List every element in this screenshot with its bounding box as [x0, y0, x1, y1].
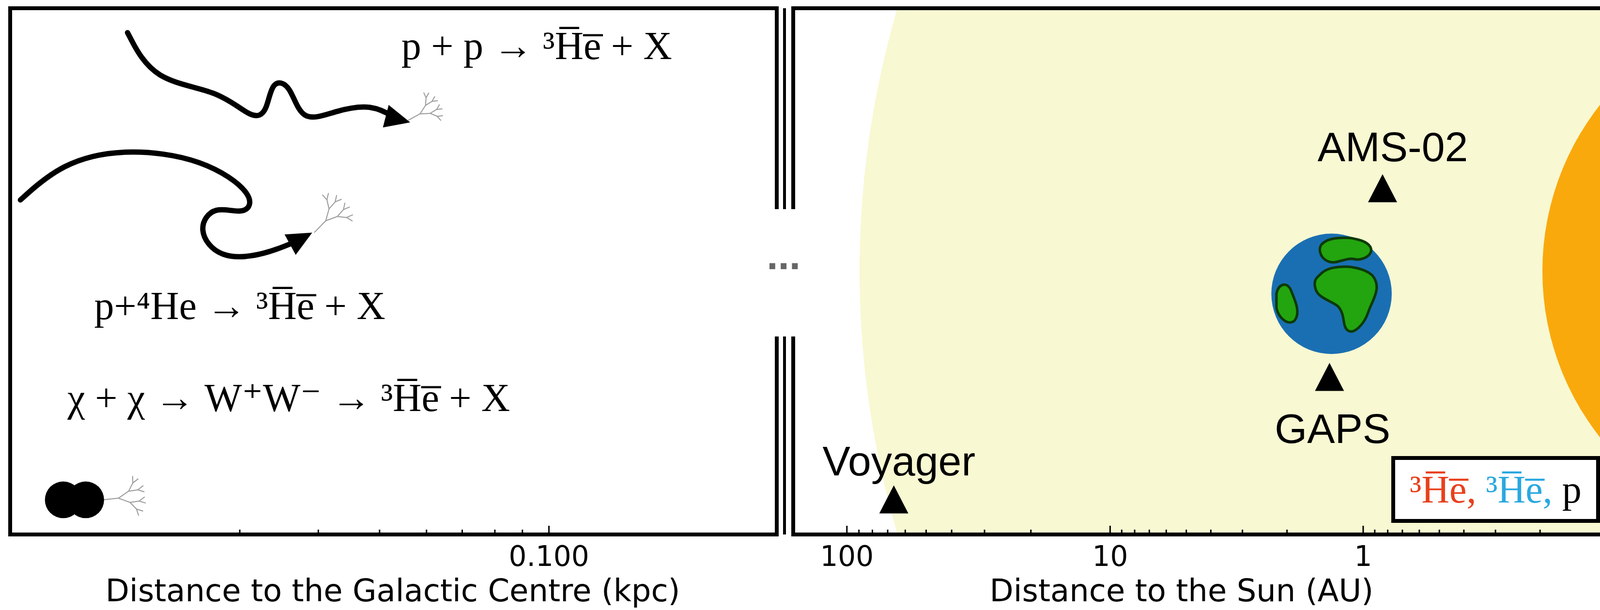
- particle-key-box: ³H̅e̅,³H̅e̅,p: [1391, 456, 1600, 524]
- axis-title: Distance to the Sun (AU): [989, 573, 1374, 608]
- instrument-name: Voyager: [822, 438, 976, 485]
- reaction-equation: χ + χ → W⁺W⁻ → ³H̅e̅ + X: [67, 376, 510, 420]
- instrument-name: GAPS: [1274, 405, 1391, 452]
- tick-label: 10: [1092, 541, 1129, 573]
- sun: [1542, 10, 1600, 533]
- trajectory: [20, 32, 396, 257]
- tick-label: 1: [1353, 541, 1372, 573]
- reaction-equation: p + p → ³H̅e̅ + X: [401, 24, 673, 68]
- axis-title: Distance to the Galactic Centre (kpc): [105, 573, 681, 608]
- panel-frame: [10, 8, 1600, 535]
- dark-matter-particles: [45, 481, 105, 519]
- tick-label: 0.100: [508, 541, 590, 573]
- reaction-equation: p+⁴He → ³H̅e̅ + X: [94, 284, 386, 328]
- particle-name: p: [1562, 468, 1582, 511]
- tick-label: 100: [819, 541, 874, 573]
- ellipsis: ...: [766, 232, 801, 278]
- instrument-name: AMS-02: [1317, 123, 1469, 170]
- particle-name: ³H̅e̅,: [1409, 468, 1477, 511]
- particle-name: ³H̅e̅,: [1486, 468, 1553, 511]
- axis-ticks: [239, 525, 1540, 535]
- arrowhead: [284, 105, 411, 256]
- earth: [1271, 233, 1392, 355]
